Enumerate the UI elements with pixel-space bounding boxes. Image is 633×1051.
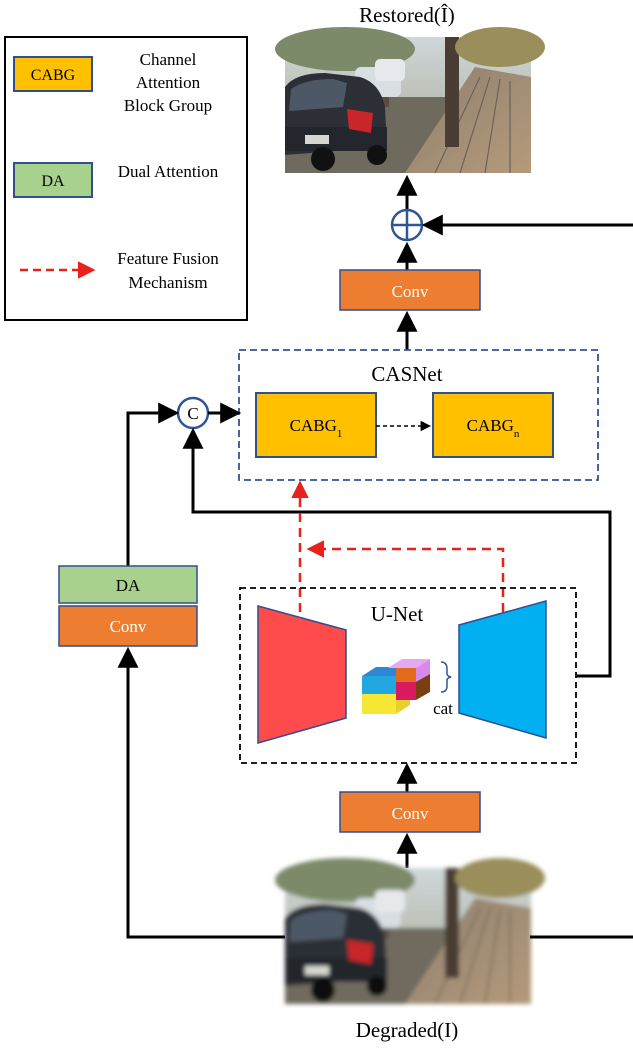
da-block (58, 565, 198, 604)
cabg-last-label: CABGn (467, 416, 520, 440)
legend-cabg-swatch (13, 56, 93, 92)
conv-top-block (339, 269, 481, 311)
unet-container (239, 587, 577, 764)
legend-cabg-desc-line1: Channel (140, 50, 197, 69)
concat-label: C (187, 404, 198, 423)
restored-image (274, 26, 546, 174)
conv-top-label: Conv (392, 282, 429, 301)
legend-cabg-desc-line2: Attention (136, 73, 201, 92)
conv-bottom-label: Conv (392, 804, 429, 823)
concat-feature-cube (362, 659, 430, 714)
conv-left-label: Conv (110, 617, 147, 636)
legend-fusion-desc-line1: Feature Fusion (117, 249, 219, 268)
cabg-first-label: CABG1 (290, 416, 343, 440)
decoder-to-encoder-fusion-arrow (306, 540, 505, 612)
legend-da-key: DA (41, 173, 65, 190)
cat-brace (440, 661, 452, 693)
unet-to-concat-arrow (182, 427, 612, 678)
legend-da-desc: Dual Attention (118, 162, 219, 181)
legend-da-swatch (13, 162, 93, 198)
input-to-conv-left-arrow (117, 646, 285, 939)
restored-image-label: Restored(Î) (359, 3, 455, 27)
legend: CABG Channel Attention Block Group DA Du… (4, 36, 248, 321)
sum-node (390, 208, 424, 242)
unet-title: U-Net (371, 602, 424, 626)
cat-label: cat (433, 699, 453, 718)
casnet-title: CASNet (371, 362, 442, 386)
da-label: DA (116, 576, 141, 595)
decoder-shape (458, 600, 547, 739)
legend-fusion-desc-line2: Mechanism (128, 273, 207, 292)
conv-bottom-block (339, 791, 481, 833)
degraded-image-label: Degraded(I) (356, 1018, 459, 1042)
legend-cabg-key: CABG (31, 67, 76, 84)
cabg-last-block (432, 392, 554, 458)
cabg-first-block (255, 392, 377, 458)
legend-cabg-desc-line3: Block Group (124, 96, 212, 115)
da-to-concat-arrow (126, 402, 180, 566)
degraded-image (274, 857, 546, 1005)
conv-left-block (58, 605, 198, 647)
encoder-shape (257, 605, 347, 744)
